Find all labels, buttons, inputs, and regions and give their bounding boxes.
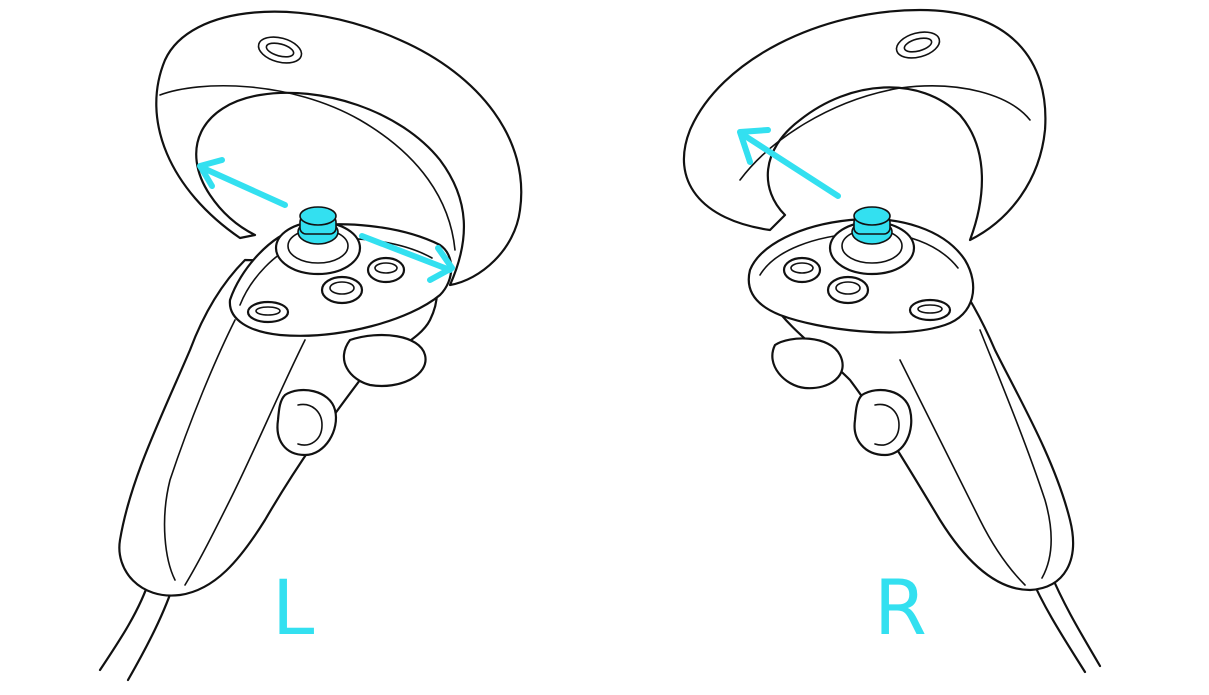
left-grip-inner — [297, 403, 323, 446]
left-controller-icon — [98, 10, 523, 682]
left-hand-label: L — [272, 563, 315, 652]
right-system-button — [908, 298, 952, 322]
left-trigger — [342, 333, 427, 388]
right-a-button — [826, 275, 870, 305]
left-x-button-inner — [329, 281, 355, 295]
left-direction-arrow-right — [359, 233, 455, 283]
left-menu-button — [246, 300, 290, 324]
right-ring-logo-outer — [895, 31, 941, 59]
right-b-button-inner — [790, 262, 814, 274]
right-ring-inner-edge — [739, 85, 1031, 181]
left-ring-logo-outer — [257, 36, 303, 64]
right-a-button-inner — [835, 281, 861, 295]
left-thumbstick-top — [299, 206, 337, 226]
left-grip-button — [276, 388, 338, 457]
right-system-button-inner — [917, 304, 943, 314]
left-ring-logo-inner — [265, 42, 295, 58]
right-b-button — [782, 256, 822, 284]
right-handle-contour — [979, 329, 1052, 579]
left-handle-contour-2 — [184, 339, 306, 586]
left-y-button-inner — [374, 262, 398, 274]
left-handle-contour — [163, 319, 236, 581]
left-ring-inner-edge — [159, 85, 456, 251]
left-y-button — [366, 256, 406, 284]
right-tracking-ring — [682, 8, 1047, 242]
right-handle-contour-2 — [899, 359, 1026, 586]
right-thumbstick-top — [853, 206, 891, 226]
right-ring-logo-inner — [903, 37, 933, 53]
left-x-button — [320, 275, 364, 305]
right-controller-icon — [682, 8, 1102, 674]
left-cable — [98, 576, 152, 672]
right-cable-inner — [1048, 570, 1102, 668]
right-handle — [768, 268, 1075, 592]
right-hand-label: R — [874, 563, 927, 652]
right-trigger — [771, 337, 844, 390]
left-menu-button-inner — [255, 306, 281, 316]
right-grip-button — [853, 388, 913, 457]
left-tracking-ring — [155, 10, 523, 287]
left-direction-arrow-up-left — [197, 157, 288, 208]
right-direction-arrow-up-left — [737, 127, 841, 199]
right-grip-inner — [874, 403, 900, 446]
